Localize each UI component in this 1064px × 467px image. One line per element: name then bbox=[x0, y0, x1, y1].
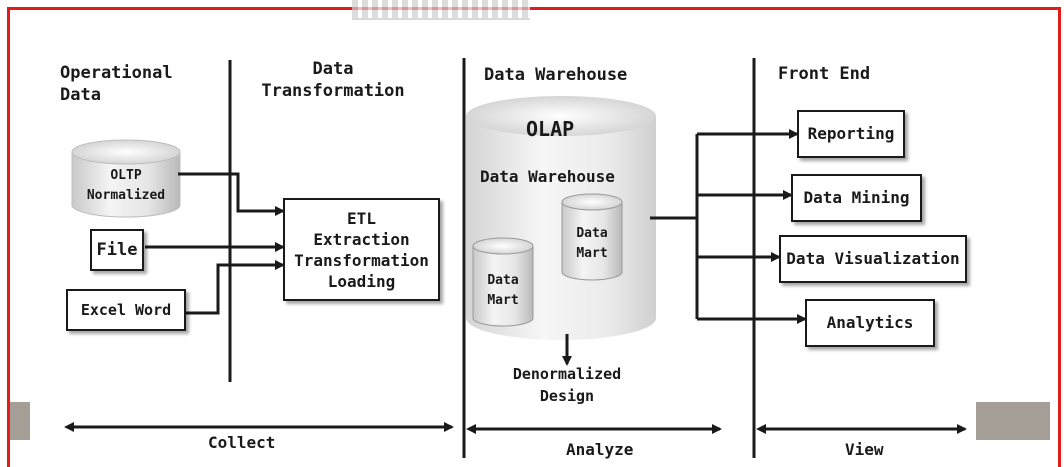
data-visualization-label: Data Visualization bbox=[786, 249, 960, 268]
blurred-title bbox=[352, 0, 530, 20]
denormalized-label: Denormalized Design bbox=[512, 365, 622, 405]
oltp-to-etl-arrow bbox=[178, 172, 285, 216]
etl-line2: Extraction bbox=[313, 229, 410, 249]
excel-word-label: Excel Word bbox=[80, 301, 172, 319]
oltp-cylinder bbox=[71, 139, 181, 218]
etl-box: ETL Extraction Transformation Loading bbox=[283, 198, 440, 301]
file-box: File bbox=[90, 229, 144, 271]
mart2-line1: Data bbox=[576, 226, 608, 241]
header-data-transformation: Data Transformation bbox=[261, 59, 405, 101]
header-front-end: Front End bbox=[778, 64, 871, 84]
mart1-line1: Data bbox=[487, 273, 519, 288]
etl-line3: Transformation bbox=[294, 250, 429, 270]
analyze-label: Analyze bbox=[566, 440, 634, 459]
mart2-line2: Mart bbox=[576, 246, 608, 261]
mart1-line2: Mart bbox=[487, 293, 519, 308]
oltp-line2: Normalized bbox=[86, 188, 166, 203]
analytics-box: Analytics bbox=[805, 299, 935, 347]
analytics-label: Analytics bbox=[826, 313, 914, 332]
view-label: View bbox=[845, 440, 884, 459]
data-mining-label: Data Mining bbox=[803, 188, 910, 207]
file-label: File bbox=[96, 240, 138, 260]
right-gray-block bbox=[976, 402, 1050, 440]
header-operational-data: Operational Data bbox=[60, 63, 173, 105]
oltp-line1: OLTP bbox=[110, 168, 142, 183]
etl-line4: Loading bbox=[327, 271, 396, 291]
warehouse-inner-label: Data Warehouse bbox=[480, 167, 615, 186]
mart1-label: Data Mart bbox=[473, 271, 533, 311]
header-data-warehouse: Data Warehouse bbox=[484, 65, 628, 85]
reporting-box: Reporting bbox=[797, 110, 905, 158]
data-mart-cylinder-2 bbox=[561, 193, 623, 281]
collect-label: Collect bbox=[208, 433, 276, 452]
olap-label: OLAP bbox=[526, 117, 575, 141]
excel-to-etl-arrow bbox=[185, 260, 285, 315]
data-visualization-box: Data Visualization bbox=[779, 235, 967, 283]
data-mart-cylinder-1 bbox=[472, 237, 534, 327]
etl-line1: ETL bbox=[347, 208, 376, 228]
oltp-label: OLTP Normalized bbox=[72, 166, 180, 206]
excel-word-box: Excel Word bbox=[66, 289, 186, 331]
left-gray-block bbox=[10, 402, 30, 440]
data-mining-box: Data Mining bbox=[791, 174, 922, 222]
slide-frame bbox=[7, 7, 1061, 467]
mart2-label: Data Mart bbox=[562, 224, 622, 264]
reporting-label: Reporting bbox=[807, 124, 895, 143]
